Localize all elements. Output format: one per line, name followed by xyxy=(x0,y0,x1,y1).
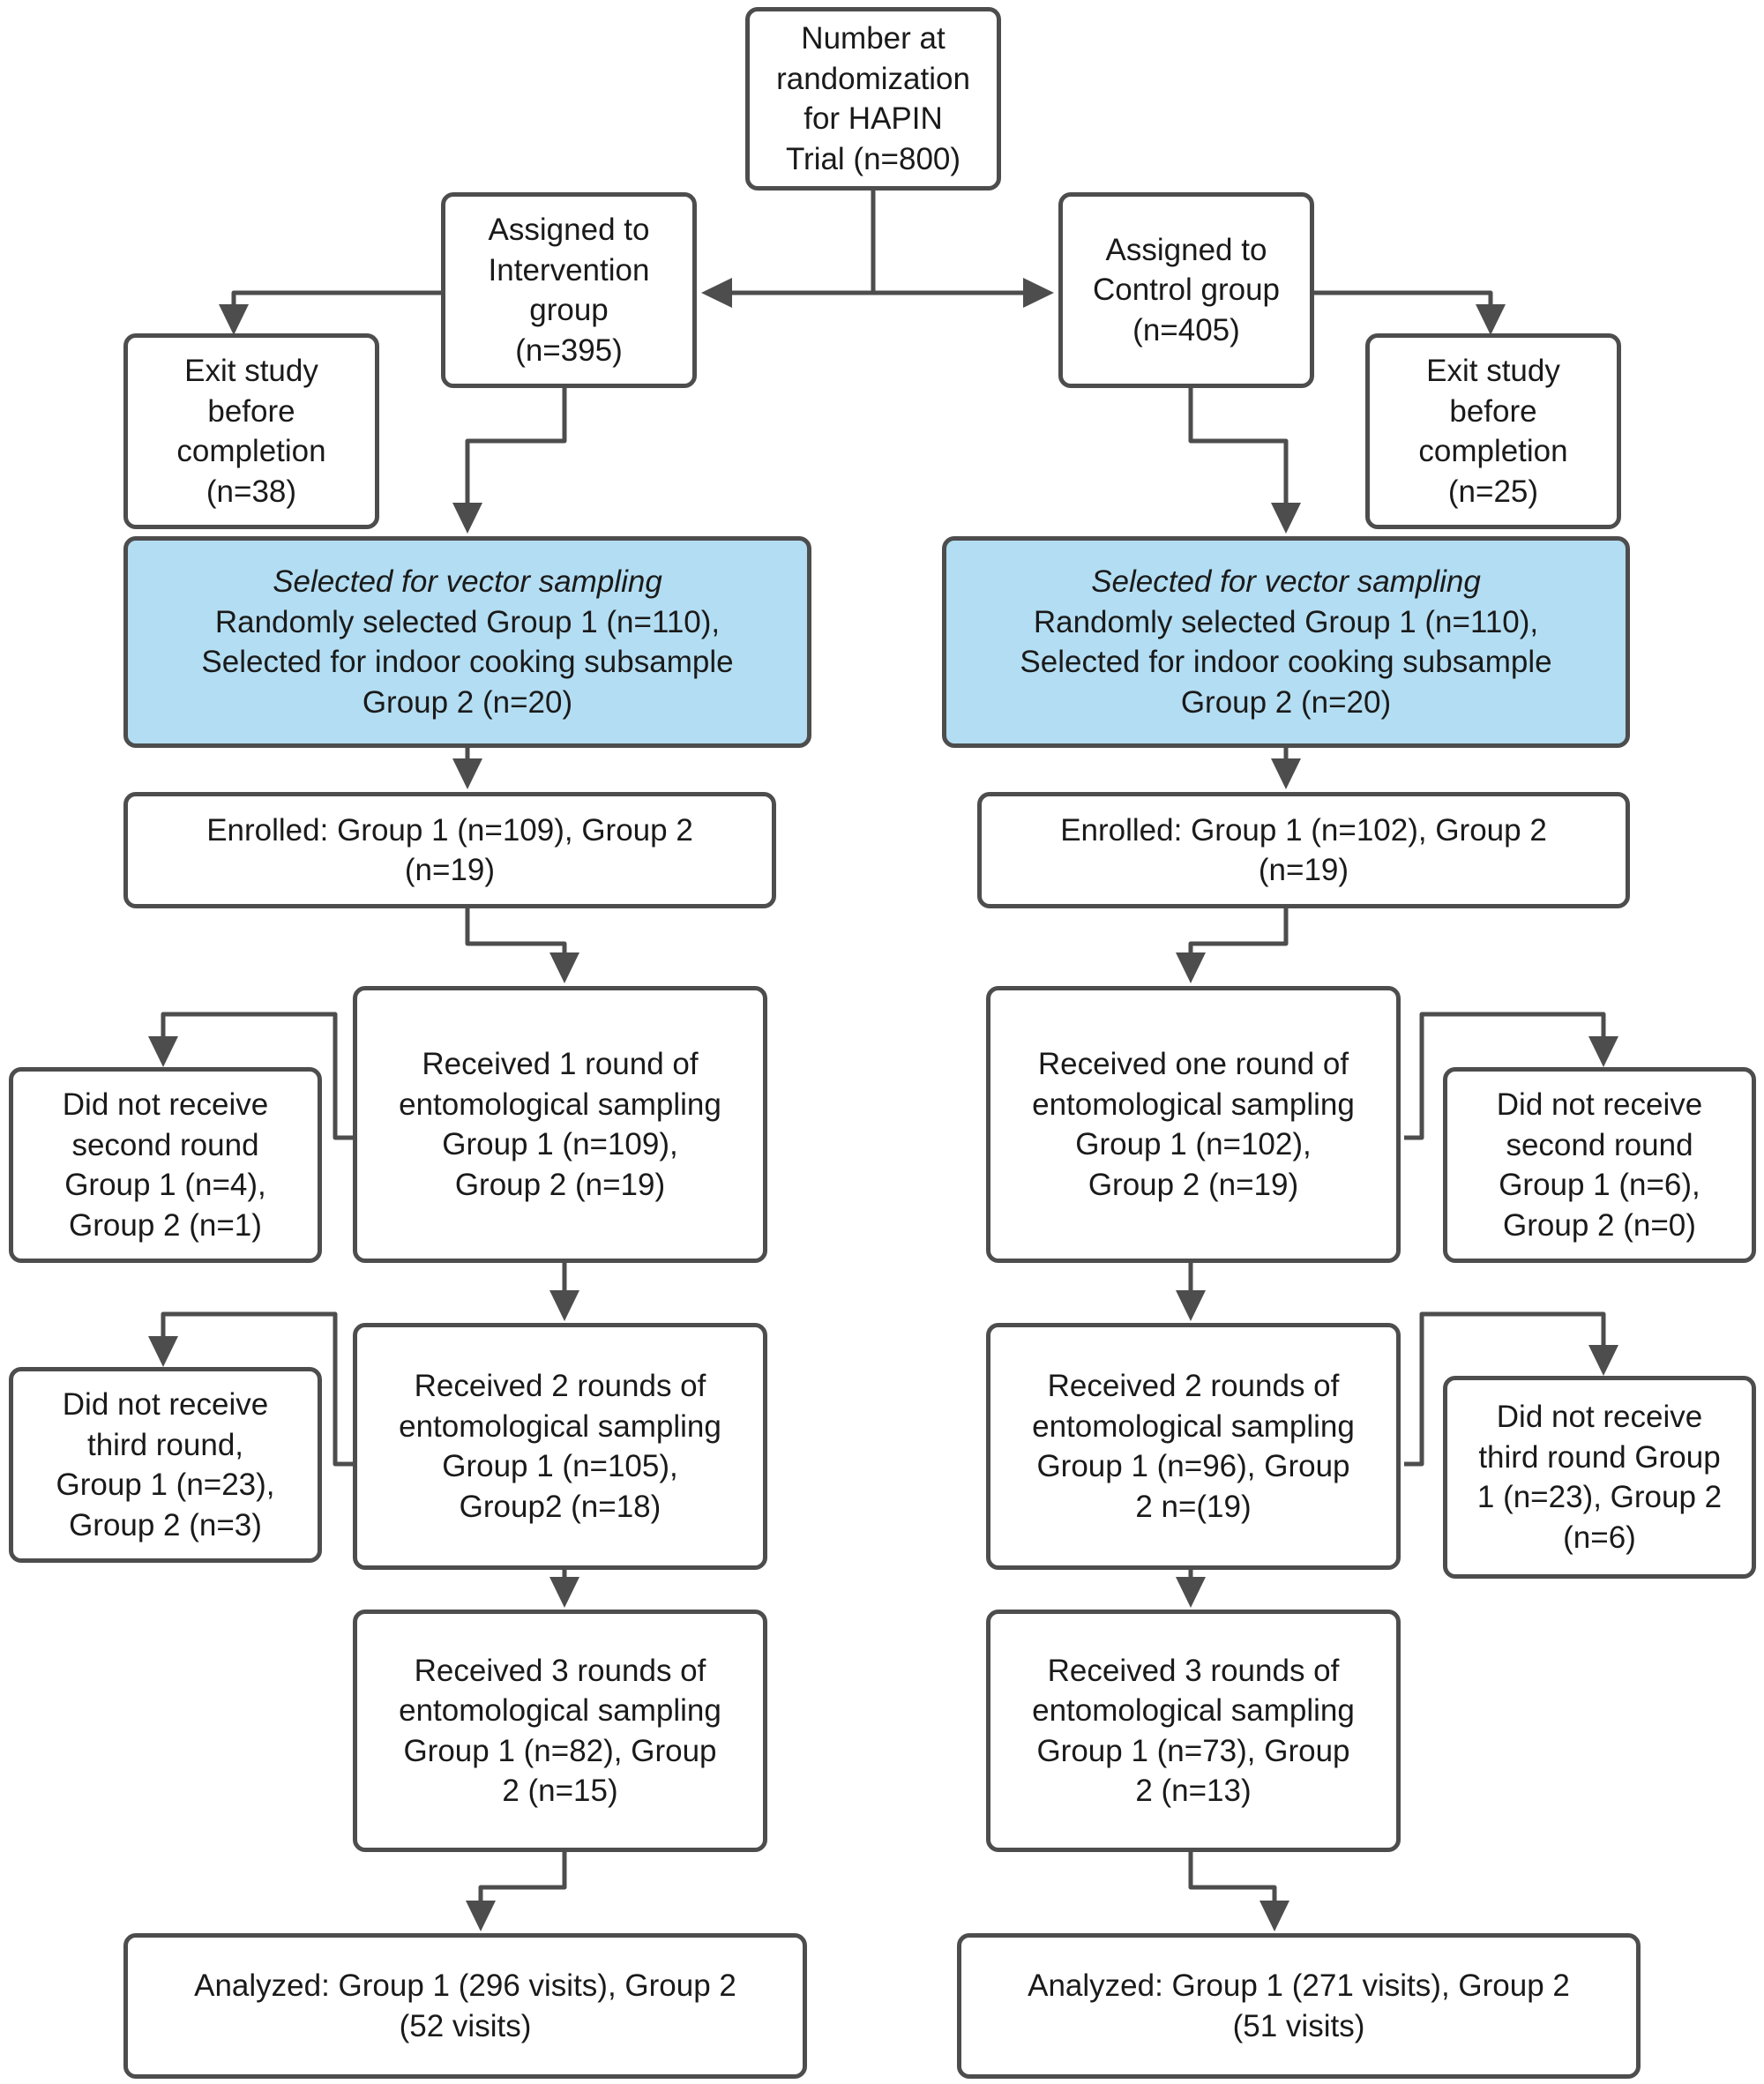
node-analyzed-intervention: Analyzed: Group 1 (296 visits), Group 2 … xyxy=(123,1933,807,2079)
arrowhead-round3-left xyxy=(549,1577,579,1608)
edge-round3-to-analyzed-left xyxy=(478,1852,567,1914)
edge-intervention-to-exit-left xyxy=(231,290,441,322)
arrowhead-to-control xyxy=(1023,278,1054,308)
node-enrolled-intervention: Enrolled: Group 1 (n=109), Group 2 (n=19… xyxy=(123,792,776,908)
arrowhead-nothird-right xyxy=(1588,1345,1618,1376)
arrowhead-nothird-left xyxy=(148,1336,178,1367)
node-round1-control: Received one round of entomological samp… xyxy=(986,986,1401,1263)
selected-left-heading: Selected for vector sampling xyxy=(273,564,662,599)
arrowhead-round2-left xyxy=(549,1290,579,1321)
edge-enrolled-to-round1-right xyxy=(1188,908,1289,968)
node-randomization: Number at randomization for HAPIN Trial … xyxy=(745,7,1001,190)
selected-right-body: Randomly selected Group 1 (n=110), Selec… xyxy=(1020,604,1552,720)
arrowhead-analyzed-left xyxy=(466,1901,496,1931)
arrowhead-selected-left xyxy=(452,503,482,534)
arrowhead-enrolled-right xyxy=(1271,758,1301,789)
arrowhead-exit-left xyxy=(219,304,249,335)
node-control-group: Assigned to Control group (n=405) xyxy=(1058,192,1314,388)
edge-control-to-exit-right xyxy=(1314,290,1493,322)
node-selected-vector-sampling-intervention: Selected for vector sampling Randomly se… xyxy=(123,536,811,748)
edge-enrolled-to-round1-left xyxy=(465,908,567,968)
arrowhead-round1-right xyxy=(1176,952,1206,983)
arrowhead-nosecond-left xyxy=(148,1036,178,1067)
node-intervention-group: Assigned to Intervention group (n=395) xyxy=(441,192,697,388)
arrowhead-exit-right xyxy=(1476,304,1506,335)
arrowhead-analyzed-right xyxy=(1259,1901,1289,1931)
edge-control-to-selected-right xyxy=(1188,388,1289,519)
selected-left-body: Randomly selected Group 1 (n=110), Selec… xyxy=(201,604,734,720)
node-round1-intervention: Received 1 round of entomological sampli… xyxy=(353,986,767,1263)
selected-right-heading: Selected for vector sampling xyxy=(1091,564,1481,599)
arrowhead-round3-right xyxy=(1176,1577,1206,1608)
arrowhead-round1-left xyxy=(549,952,579,983)
node-round3-control: Received 3 rounds of entomological sampl… xyxy=(986,1610,1401,1852)
node-round2-control: Received 2 rounds of entomological sampl… xyxy=(986,1323,1401,1570)
arrowhead-nosecond-right xyxy=(1588,1036,1618,1067)
edge-round3-to-analyzed-right xyxy=(1188,1852,1277,1914)
node-exit-study-intervention: Exit study before completion (n=38) xyxy=(123,333,379,529)
node-round3-intervention: Received 3 rounds of entomological sampl… xyxy=(353,1610,767,1852)
arrowhead-selected-right xyxy=(1271,503,1301,534)
node-no-second-round-intervention: Did not receive second round Group 1 (n=… xyxy=(9,1067,322,1263)
node-enrolled-control: Enrolled: Group 1 (n=102), Group 2 (n=19… xyxy=(977,792,1630,908)
node-no-second-round-control: Did not receive second round Group 1 (n=… xyxy=(1443,1067,1756,1263)
node-no-third-round-control: Did not receive third round Group 1 (n=2… xyxy=(1443,1376,1756,1579)
arrowhead-round2-right xyxy=(1176,1290,1206,1321)
node-exit-study-control: Exit study before completion (n=25) xyxy=(1365,333,1621,529)
node-analyzed-control: Analyzed: Group 1 (271 visits), Group 2 … xyxy=(957,1933,1641,2079)
node-round2-intervention: Received 2 rounds of entomological sampl… xyxy=(353,1323,767,1570)
node-selected-vector-sampling-control: Selected for vector sampling Randomly se… xyxy=(942,536,1630,748)
arrowhead-enrolled-left xyxy=(452,758,482,789)
node-no-third-round-intervention: Did not receive third round, Group 1 (n=… xyxy=(9,1367,322,1563)
edge-intervention-to-selected-left xyxy=(465,388,567,519)
arrowhead-to-intervention xyxy=(701,278,732,308)
